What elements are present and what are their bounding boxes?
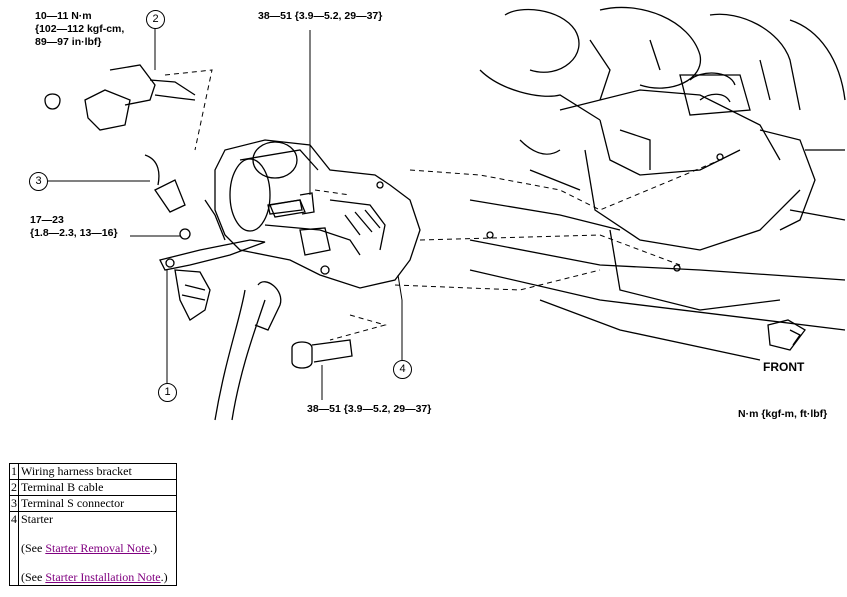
see-suffix: .) <box>149 541 157 555</box>
leader-lines <box>48 27 403 400</box>
cable-nut-torque-line-2: {102—112 kgf-cm, <box>35 23 125 35</box>
table-row: 4 Starter (See Starter Removal Note.) (S… <box>9 511 177 586</box>
legend-text: Wiring harness bracket <box>18 463 177 480</box>
terminal-b-cable <box>44 64 196 131</box>
bottom-bolt <box>291 339 353 369</box>
bottom-bolt-torque-label: 38—51 {3.9—5.2, 29—37} <box>307 403 432 415</box>
bracket-nut-torque-label: 17—23 {1.8—2.3, 13—16} <box>30 214 118 240</box>
legend-text: Terminal B cable <box>18 479 177 496</box>
legend-text: Starter <box>21 512 53 526</box>
legend-number: 4 <box>9 511 19 586</box>
engine-block-outline <box>469 6 846 361</box>
table-row: 3 Terminal S connector <box>9 495 177 512</box>
cable-nut-torque-label: 10—11 N·m {102—112 kgf-cm, 89—97 in·lbf} <box>35 10 124 49</box>
see-prefix: (See <box>21 570 46 584</box>
legend-starter-cell: Starter (See Starter Removal Note.) (See… <box>18 511 177 586</box>
installation-note-line: (See Starter Installation Note.) <box>21 570 174 585</box>
cable-nut-torque-line-1: 10—11 N·m <box>35 10 92 22</box>
callout-3: 3 <box>29 172 48 191</box>
legend-text: Terminal S connector <box>18 495 177 512</box>
see-suffix: .) <box>160 570 168 584</box>
legend-number: 2 <box>9 479 19 496</box>
removal-note-line: (See Starter Removal Note.) <box>21 541 174 556</box>
front-arrow-icon <box>767 319 806 351</box>
cable-nut-torque-line-3: 89—97 in·lbf} <box>35 36 102 48</box>
bracket-nut-torque-line-2: {1.8—2.3, 13—16} <box>30 227 118 239</box>
table-row: 2 Terminal B cable <box>9 479 177 496</box>
callout-4: 4 <box>393 360 412 379</box>
top-bolt-torque-label: 38—51 {3.9—5.2, 29—37} <box>258 10 383 22</box>
terminal-s-connector <box>144 154 186 213</box>
wiring-harness-bracket <box>159 199 266 321</box>
torque-units-label: N·m {kgf-m, ft·lbf} <box>738 408 828 420</box>
see-prefix: (See <box>21 541 46 555</box>
callout-2: 2 <box>146 10 165 29</box>
wiring-loom <box>214 281 282 421</box>
legend-number: 3 <box>9 495 19 512</box>
callout-1: 1 <box>158 383 177 402</box>
legend-number: 1 <box>9 463 19 480</box>
bracket-nut-torque-line-1: 17—23 <box>30 214 64 226</box>
starter-exploded-diagram <box>44 6 846 421</box>
alignment-lines <box>164 69 721 341</box>
top-bolt <box>267 192 315 215</box>
parts-legend-table: 1 Wiring harness bracket 2 Terminal B ca… <box>9 463 177 586</box>
front-label: FRONT <box>763 360 805 374</box>
starter-installation-note-link[interactable]: Starter Installation Note <box>45 570 161 584</box>
table-row: 1 Wiring harness bracket <box>9 463 177 480</box>
starter-motor <box>214 139 421 289</box>
starter-removal-note-link[interactable]: Starter Removal Note <box>45 541 150 555</box>
